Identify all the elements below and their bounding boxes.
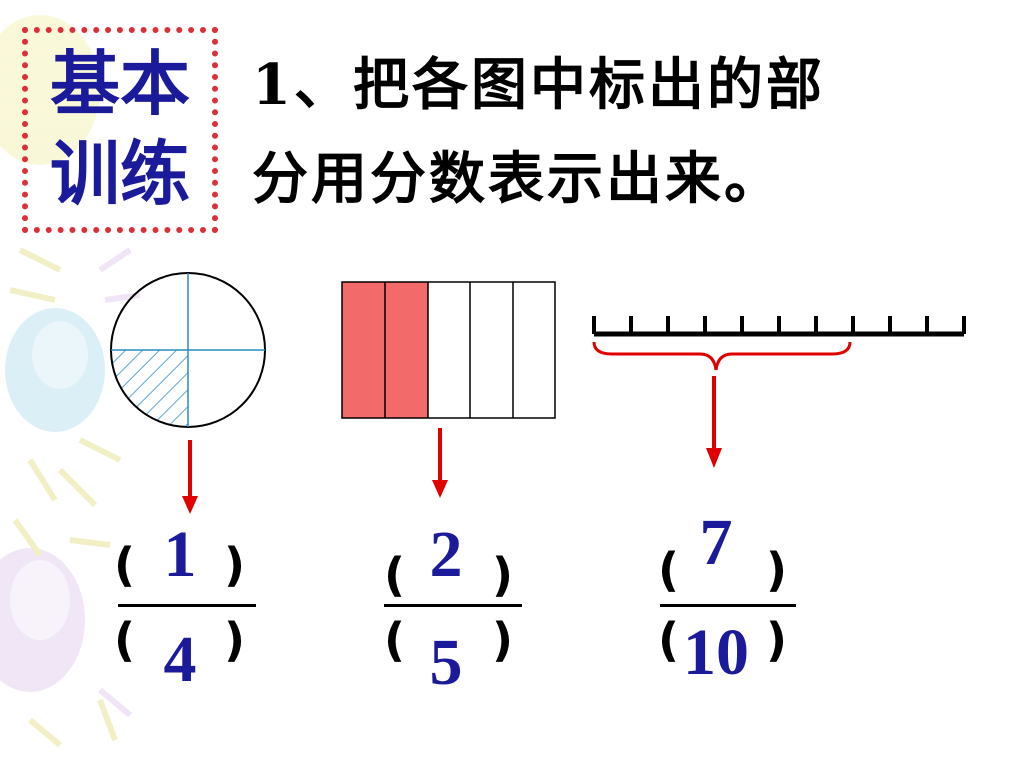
fraction-1-denominator[interactable]: 4 bbox=[163, 623, 197, 696]
rect-outline bbox=[341, 281, 556, 419]
practice-badge bbox=[22, 27, 218, 233]
rect-shaded-1 bbox=[342, 282, 385, 418]
fraction-2-bar bbox=[384, 604, 522, 607]
fraction-1-num-rparen: ) bbox=[224, 538, 246, 592]
fraction-2-num-rparen: ) bbox=[492, 548, 514, 602]
circle-figure bbox=[110, 272, 266, 428]
fraction-2-numerator[interactable]: 2 bbox=[429, 518, 463, 591]
fraction-1-numerator[interactable]: 1 bbox=[163, 518, 197, 591]
instruction-line-2: 分用分数表示出来。 bbox=[252, 146, 783, 212]
arrow-3-head bbox=[706, 448, 722, 468]
arrow-1-head bbox=[182, 496, 198, 514]
fraction-2-den-lparen: ( bbox=[384, 613, 406, 667]
ruler-figure bbox=[592, 316, 966, 337]
circle-shaded-quarter bbox=[111, 350, 188, 427]
arrow-2-head bbox=[432, 480, 448, 498]
fraction-3-numerator[interactable]: 7 bbox=[699, 506, 733, 579]
badge-line-1: 基本 bbox=[50, 43, 190, 125]
badge-line-2: 训练 bbox=[50, 133, 190, 215]
fraction-3-num-rparen: ) bbox=[766, 543, 788, 597]
fraction-3-denominator[interactable]: 10 bbox=[683, 616, 749, 689]
fraction-3-den-lparen: ( bbox=[658, 613, 680, 667]
fraction-2-num-lparen: ( bbox=[384, 548, 406, 602]
fraction-3-den-rparen: ) bbox=[766, 613, 788, 667]
rectangle-figure bbox=[341, 281, 556, 419]
instruction-line-1: 1、把各图中标出的部 bbox=[252, 52, 825, 118]
fraction-1-num-lparen: ( bbox=[114, 538, 136, 592]
fraction-1-den-rparen: ) bbox=[224, 613, 246, 667]
fraction-1-den-lparen: ( bbox=[114, 613, 136, 667]
fraction-3-num-lparen: ( bbox=[658, 543, 680, 597]
rect-shaded-2 bbox=[385, 282, 428, 418]
fraction-1-bar bbox=[118, 604, 256, 607]
fraction-2-den-rparen: ) bbox=[492, 613, 514, 667]
ruler-brace bbox=[592, 341, 852, 371]
fraction-3-bar bbox=[660, 604, 796, 607]
fraction-2-denominator[interactable]: 5 bbox=[429, 626, 463, 699]
